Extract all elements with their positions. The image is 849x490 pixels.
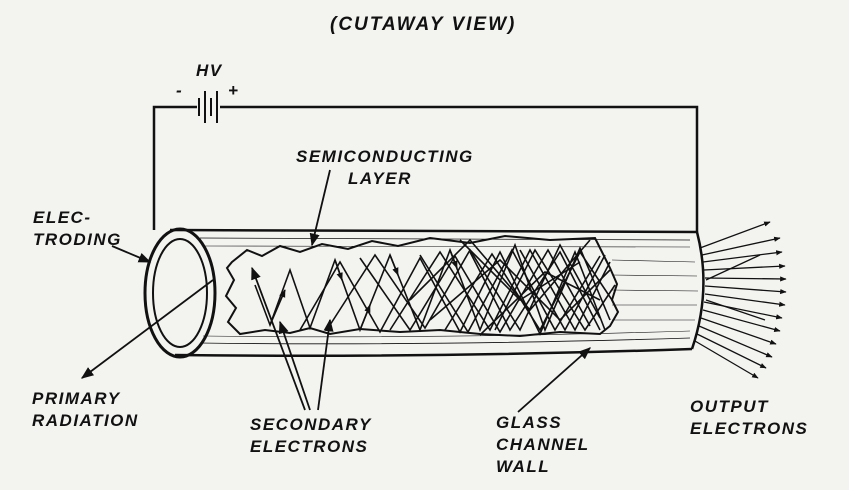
label-glass-channel-wall: GLASS CHANNEL WALL xyxy=(496,412,590,478)
leader-secondary-electrons-3 xyxy=(318,320,330,410)
leader-primary-radiation xyxy=(82,280,213,378)
electroding-ring xyxy=(145,229,215,357)
battery-plus: + xyxy=(228,80,239,102)
channel-bottom-wall xyxy=(175,349,692,356)
leader-secondary-electrons-2 xyxy=(280,322,310,410)
battery-icon xyxy=(199,91,217,123)
circuit-wire-left xyxy=(154,107,197,230)
glass-channel xyxy=(170,230,703,356)
output-electron-rays xyxy=(695,222,786,378)
battery-label: HV xyxy=(196,60,223,82)
diagram-title: (CUTAWAY VIEW) xyxy=(330,14,516,36)
channel-top-wall xyxy=(170,230,697,232)
label-primary-radiation: PRIMARY RADIATION xyxy=(32,388,139,432)
label-secondary-electrons: SECONDARY ELECTRONS xyxy=(250,414,372,458)
electron-trajectories xyxy=(255,240,615,335)
label-output-electrons: OUTPUT ELECTRONS xyxy=(690,396,808,440)
leader-glass-channel-wall xyxy=(518,348,590,412)
channel-end-rim xyxy=(692,232,703,349)
label-electroding: ELEC- TRODING xyxy=(33,207,122,251)
label-semiconducting-layer: SEMICONDUCTING LAYER xyxy=(296,146,474,190)
battery-minus: - xyxy=(176,80,183,102)
